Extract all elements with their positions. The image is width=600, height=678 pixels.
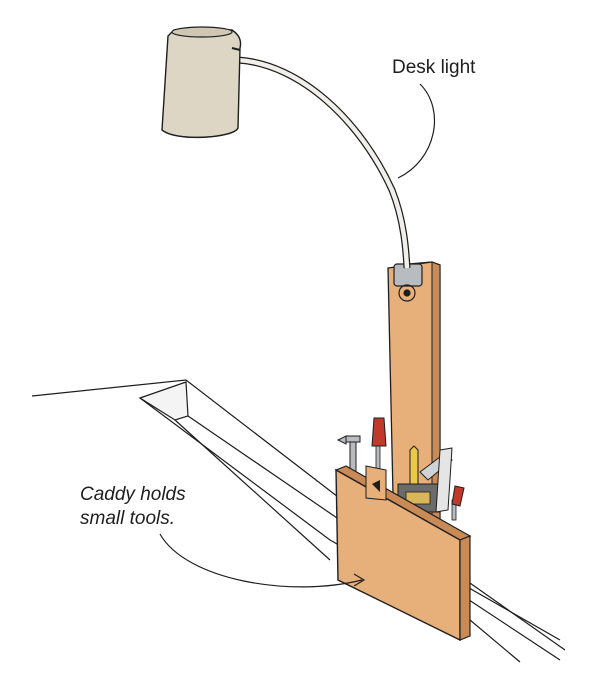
desk-light-icon (161, 26, 242, 139)
lamp-clamp-icon (393, 263, 423, 302)
screwdriver-icon (451, 485, 465, 521)
workbench-groove (31, 379, 566, 663)
screwdriver-icon (371, 417, 387, 475)
leader-lines (159, 83, 435, 588)
caddy-label-line-2: small tools. (80, 508, 176, 529)
desk-light-label: Desk light (392, 57, 476, 78)
gooseneck-arm-icon (237, 56, 411, 269)
combination-square-icon (397, 447, 453, 513)
pencil-icon (409, 445, 419, 491)
desk-light-leader (397, 83, 435, 179)
caddy-label-line-1: Caddy holds (80, 484, 186, 505)
caddy-leader (159, 533, 363, 588)
tool-caddy-icon (334, 465, 472, 642)
hammer-icon (336, 435, 361, 477)
caddy-label: Caddy holds small tools. (80, 483, 186, 531)
